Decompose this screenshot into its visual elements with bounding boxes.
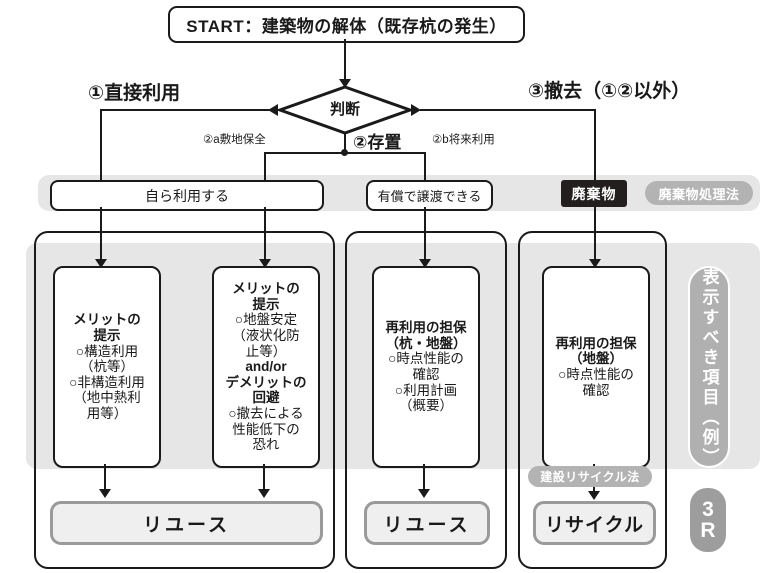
arrow-selfuse-to-card2	[259, 259, 271, 268]
card-merit-ground: メリットの 提示 ○地盤安定 （液状化防 止等） and/or デメリットの 回…	[212, 266, 320, 468]
side-label-3r: 3 R	[690, 488, 726, 552]
side-label-display-items: 表示すべき項目（例）	[688, 266, 730, 468]
chip-waste-label: 廃棄物	[571, 185, 617, 202]
card-reuse-ground-text: 再利用の担保 （地盤） ○時点性能の 確認	[555, 335, 637, 398]
connector-decision-right	[420, 109, 595, 111]
arrow-card1-to-reuse	[99, 489, 111, 498]
connector-card3-to-reuse	[423, 464, 425, 493]
outcome-reuse-left-label: リユース	[142, 514, 231, 536]
connector-card1-to-reuse	[104, 464, 106, 493]
label-future-use: ②b将来利用	[432, 134, 495, 146]
label-removal: ③撤去（①②以外）	[528, 81, 691, 102]
column-panel-direct-use	[34, 231, 335, 569]
chip-waste: 廃棄物	[561, 180, 627, 207]
box-self-use-label: 自ら利用する	[145, 187, 229, 204]
arrow-start-to-decision	[339, 79, 351, 88]
side-label-display-items-text: 表示すべき項目（例）	[699, 268, 719, 468]
box-paid-transfer: 有償で譲渡できる	[366, 180, 493, 211]
chip-recycle-law-label: 建設リサイクル法	[540, 470, 640, 484]
connector-left-down	[100, 109, 102, 189]
card-reuse-guarantee-ground: 再利用の担保 （地盤） ○時点性能の 確認	[542, 266, 650, 468]
arrow-paidtransfer-to-card3	[419, 259, 431, 268]
arrow-card3-to-reuse	[418, 489, 430, 498]
side-label-3r-top: 3	[702, 498, 714, 521]
arrow-decision-right	[411, 104, 421, 116]
connector-card2-to-reuse	[263, 464, 265, 493]
arrow-decision-left	[268, 104, 278, 116]
side-label-3r-bottom: R	[700, 519, 716, 542]
card-reuse-guarantee-pile-ground: 再利用の担保 （杭・地盤） ○時点性能の 確認 ○利用計画 （概要）	[372, 266, 480, 468]
label-direct-use: ①直接利用	[88, 83, 181, 104]
start-box: START：建築物の解体（既存杭の発生）	[168, 6, 525, 43]
connector-paidtransfer-to-card3	[424, 207, 426, 263]
chip-waste-law-label: 廃棄物処理法	[658, 186, 740, 202]
connector-waste-to-card4	[594, 207, 596, 263]
card-merit-structural-text: メリットの 提示 ○構造利用 （杭等） ○非構造利用 （地中熱利 用等）	[69, 312, 145, 422]
connector-decision-down	[344, 133, 346, 153]
connector-selfuse-to-card1	[100, 207, 102, 263]
box-paid-transfer-label: 有償で譲渡できる	[377, 189, 482, 204]
box-self-use: 自ら利用する	[50, 180, 324, 211]
chip-recycle-law: 建設リサイクル法	[528, 466, 652, 487]
connector-start-to-decision	[344, 39, 346, 81]
arrow-waste-to-card4	[589, 259, 601, 268]
connector-keep-left-down	[264, 152, 266, 189]
connector-right-down	[594, 109, 596, 189]
column-panel-removal	[518, 231, 667, 569]
label-site-preservation: ②a敷地保全	[203, 134, 266, 146]
card-reuse-pile-text: 再利用の担保 （杭・地盤） ○時点性能の 確認 ○利用計画 （概要）	[385, 320, 467, 414]
arrow-card4-to-recycle	[588, 491, 600, 500]
column-panel-keep	[345, 231, 507, 569]
connector-keep-right-down	[424, 152, 426, 189]
outcome-reuse-left: リユース	[50, 501, 323, 545]
chip-waste-law: 廃棄物処理法	[645, 181, 753, 205]
outcome-reuse-mid-label: リユース	[383, 514, 471, 536]
arrow-selfuse-to-card1	[95, 259, 107, 268]
label-keep: ②存置	[353, 133, 402, 152]
connector-selfuse-to-card2	[264, 207, 266, 263]
outcome-recycle: リサイクル	[533, 501, 656, 545]
decision-label: 判断	[329, 101, 360, 118]
card-merit-ground-text: メリットの 提示 ○地盤安定 （液状化防 止等） and/or デメリットの 回…	[225, 280, 307, 453]
connector-keep-split	[264, 152, 425, 154]
arrow-card2-to-reuse	[258, 489, 270, 498]
connector-decision-left	[100, 109, 272, 111]
outcome-reuse-mid: リユース	[364, 501, 490, 545]
start-label: START：建築物の解体（既存杭の発生）	[186, 17, 507, 36]
card-merit-structural: メリットの 提示 ○構造利用 （杭等） ○非構造利用 （地中熱利 用等）	[53, 266, 161, 468]
outcome-recycle-label: リサイクル	[544, 514, 645, 536]
